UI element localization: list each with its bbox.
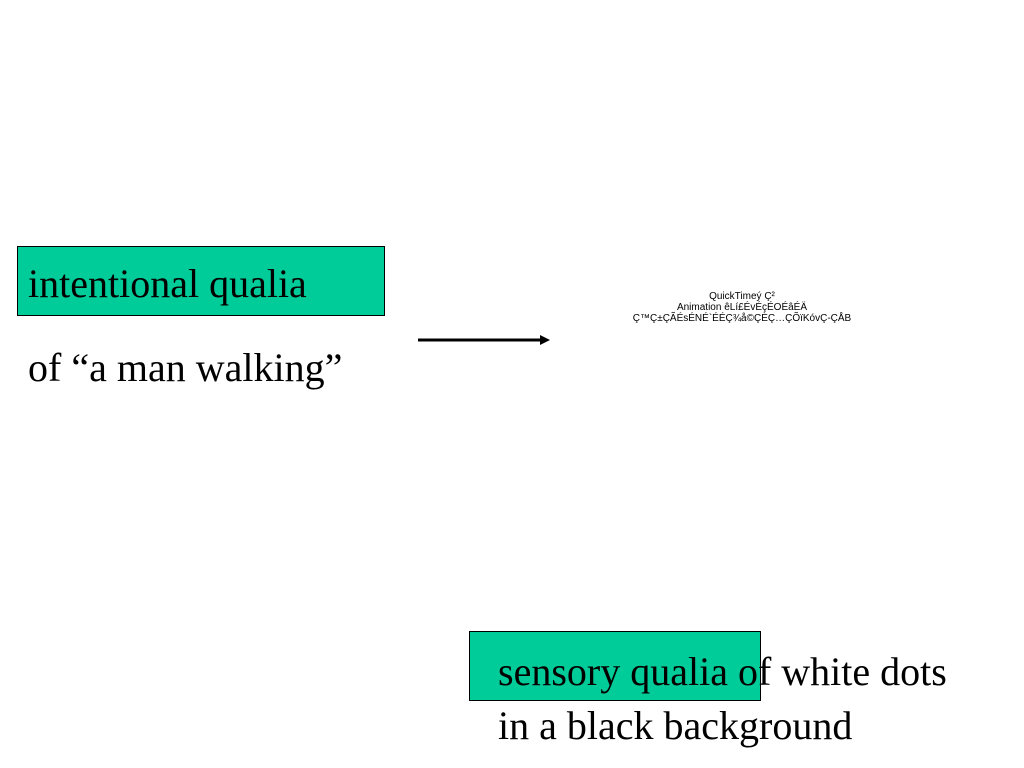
sensory-qualia-line-2: in a black background [498, 703, 853, 748]
quicktime-line-3: Ç™Ç±ÇÃÉsÉNÉ`ÉÉÇ¾å©ÇÈÇ…ÇÕïKóvÇ-ÇÅB [632, 313, 852, 324]
intentional-object-text: of “a man walking” [28, 345, 343, 390]
intentional-qualia-highlight [17, 246, 385, 316]
quicktime-line-1: QuickTimeý Ç² [709, 291, 775, 302]
intentional-qualia-label: intentional qualia [28, 261, 307, 306]
sensory-qualia-rest: of white dots [727, 649, 947, 694]
sensory-qualia-line-1: sensory qualia of white dots [498, 652, 947, 692]
quicktime-line-2: Animation êLí£ÉvÉçÉOÉâÉÄ [676, 302, 808, 313]
quicktime-placeholder: QuickTimeý Ç² Animation êLí£ÉvÉçÉOÉâÉÄ Ç… [610, 291, 874, 324]
sensory-qualia-highlight [469, 631, 761, 701]
right-arrow-icon [418, 335, 550, 345]
sensory-qualia-label: sensory qualia [498, 649, 728, 694]
